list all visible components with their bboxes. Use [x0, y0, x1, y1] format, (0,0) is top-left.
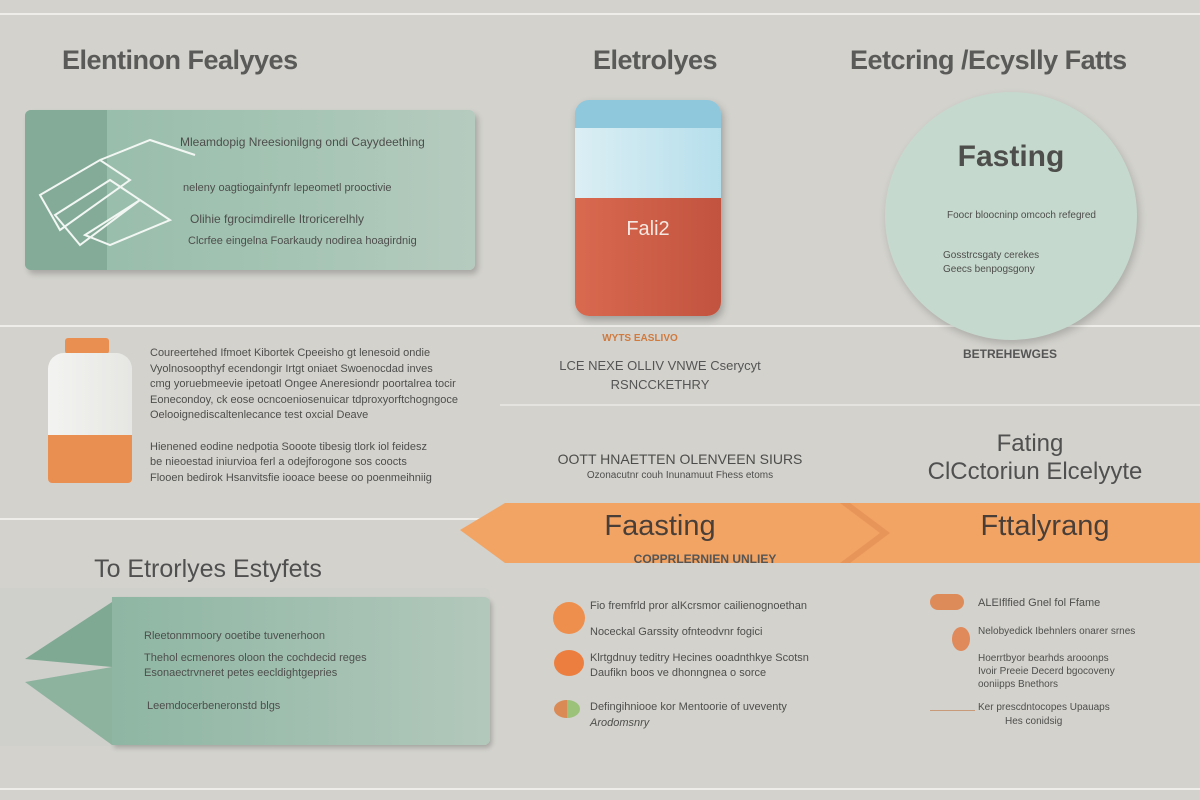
divider — [0, 13, 1200, 15]
section-title: To Etrorlyes Estyfets — [94, 555, 322, 583]
center-low-subtitle: Ozonacutnr couh Inunamuut Fhess etoms — [586, 470, 774, 481]
arrow-caption: COPPRLERNIEN UNLIEY — [633, 552, 777, 566]
center-line: RSNCCKETHRY — [610, 377, 710, 392]
title-left: Elentinon Fealyyes — [62, 45, 298, 75]
list-line: Daufikn boos ve dhonngnea o sorce — [590, 667, 767, 679]
list-line: Noceckal Garssity ofnteodvnr fogici — [590, 626, 763, 638]
card-line: Leemdocerbeneronstd blgs — [147, 700, 281, 712]
list-line: Ker prescdntocopes Upauaps — [978, 702, 1110, 713]
circle-caption: BETREHEWGES — [962, 347, 1058, 361]
list-line: Fio fremfrld pror alKcrsmor cailienognoe… — [590, 600, 808, 612]
line-icon — [930, 710, 975, 711]
chevron-icon — [25, 602, 112, 745]
list-line: Hoerrtbyor bearhds arooonps — [978, 653, 1109, 664]
jar-label: Fali2 — [626, 218, 670, 240]
title-right: Eetcring /Ecyslly Fatts — [850, 45, 1127, 75]
divider — [0, 325, 1200, 327]
orange-label: WYTS EASLIVO — [602, 333, 678, 344]
card-line: Thehol ecmenores oloon the cochdecid reg… — [144, 652, 367, 664]
arrow-label-left: Faasting — [604, 510, 716, 542]
list-line: Nelobyedick Ibehnlers onarer srnes — [978, 626, 1136, 637]
divider — [0, 788, 1200, 790]
circle-line: Geecs benpogsgony — [943, 264, 1035, 275]
jar-illustration: Fali2 — [575, 100, 721, 316]
fasting-circle: Fasting Foocr bloocninp omcoch refegred … — [885, 92, 1137, 340]
text-line: Oelooignediscaltenlecance test oxcial De… — [150, 409, 369, 421]
text-line: Eonecondoy, ck eose ocncoeniosenuicar td… — [150, 393, 458, 406]
nut-leaf-icon — [554, 700, 580, 718]
list-line: Ivoir Preeie Decerd bgocoveny — [978, 666, 1115, 677]
center-low-title: OOTT HNAETTEN OLENVEEN SIURS — [557, 451, 803, 467]
card-line: Clcrfee eingelna Foarkaudy nodirea hoagi… — [188, 235, 417, 247]
card-line: neleny oagtiogainfynfr lepeometl proocti… — [183, 182, 392, 194]
card-line: Esonaectrvneret petes eecldightgepries — [144, 667, 338, 679]
text-line: Hienened eodine nedpotia Sooote tibesig … — [150, 440, 428, 453]
circle-line: Foocr bloocninp omcoch refegred — [947, 210, 1096, 221]
info-card-bottom: Rleetonmmoory ooetibe tuvenerhoon Thehol… — [112, 597, 490, 745]
arrow-band — [460, 503, 1200, 563]
bottle-illustration — [48, 353, 132, 483]
text-line: be nieoestad iniurvioa ferl a odejforogo… — [150, 456, 407, 468]
orange-half-icon — [554, 650, 584, 676]
text-line: Flooen bedirok Hsanvitsfie iooace beese … — [150, 471, 432, 484]
list-line: ooniipps Bnethors — [978, 679, 1059, 690]
list-line: Hes conidsig — [1005, 716, 1063, 727]
divider — [500, 404, 1200, 406]
right-low-title: Fating — [996, 430, 1064, 457]
text-line: Coureertehed Ifmoet Kibortek Cpeeisho gt… — [150, 347, 431, 359]
list-line: Klrtgdnuy teditry Hecines ooadnthkye Sco… — [590, 652, 809, 664]
title-center: Eletrolyes — [592, 45, 718, 75]
bottle-cap — [65, 338, 109, 354]
text-line: Vyolnosoopthyf ecendongir Irtgt oniaet S… — [150, 362, 433, 375]
card-line: Rleetonmmoory ooetibe tuvenerhoon — [144, 630, 326, 642]
card-line: Olihie fgrocimdirelle Itroricerelhly — [190, 212, 365, 226]
card-line: Mleamdopig Nreesionilgng ondi Cayydeethi… — [180, 135, 425, 149]
list-line: Arodomsnry — [590, 717, 650, 729]
orange-slice-icon — [553, 602, 585, 634]
info-card-top: Mleamdopig Nreesionilgng ondi Cayydeethi… — [25, 110, 475, 270]
circle-title: Fasting — [957, 140, 1065, 173]
hand-icon — [38, 138, 196, 247]
text-line: cmg yoruebmeevie ipetoatl Ongee Aneresio… — [150, 378, 456, 390]
list-line: ALEIflfied Gnel fol Ffame — [978, 597, 1101, 609]
list-line: Defingihniooe kor Mentoorie of uveventy — [590, 701, 787, 713]
center-line: LCE NEXE OLLIV VNWE Cserycyt — [559, 358, 761, 373]
circle-line: Gosstrcsgaty cerekes — [943, 250, 1040, 261]
almond-icon — [930, 594, 964, 610]
bottle-text: Coureertehed Ifmoet Kibortek Cpeeisho gt… — [150, 346, 458, 486]
arrow-label-right: Fttalyrang — [980, 510, 1110, 542]
almond-icon — [952, 627, 970, 651]
right-low-subtitle: ClCctoriun Elcelyyte — [927, 458, 1143, 485]
